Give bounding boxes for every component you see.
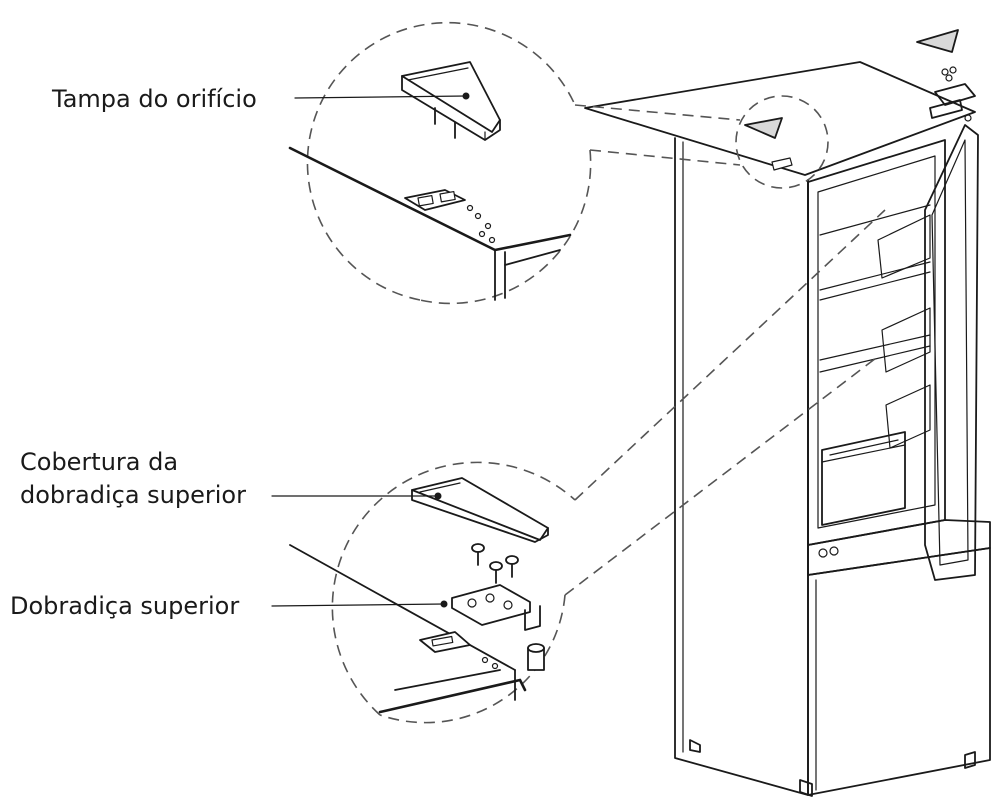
leader-lines bbox=[271, 95, 467, 607]
detail-circle-hole-cover bbox=[288, 21, 829, 305]
screws bbox=[471, 543, 519, 584]
label-hole-cover: Tampa do orifício bbox=[51, 85, 257, 113]
detail-circle-top-hinge bbox=[289, 209, 886, 724]
label-hinge-cover-line2: dobradiça superior bbox=[20, 481, 246, 509]
label-hinge-cover-line1: Cobertura da bbox=[20, 448, 178, 476]
label-top-hinge: Dobradiça superior bbox=[10, 592, 239, 620]
refrigerator bbox=[584, 29, 991, 797]
